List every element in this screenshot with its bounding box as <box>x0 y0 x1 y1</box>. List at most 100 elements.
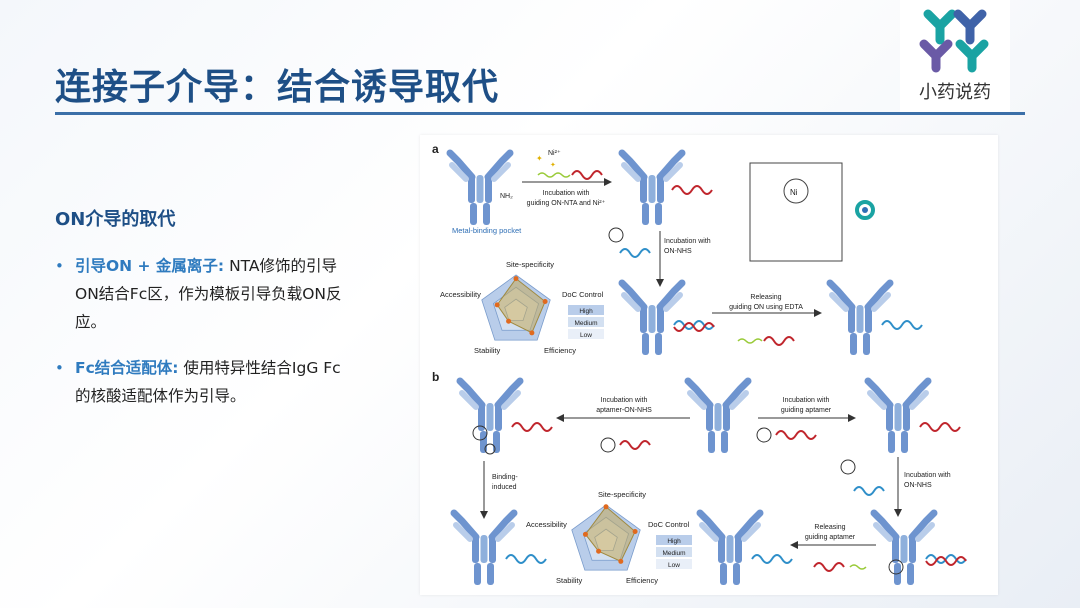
brand-logo-text: 小药说药 <box>919 82 991 103</box>
antibody-icon <box>454 513 514 585</box>
radar-label-doc: DoC Control <box>562 290 604 299</box>
step-label: aptamer-ON-NHS <box>596 407 652 414</box>
metal-pocket-label: Metal-binding pocket <box>452 226 522 235</box>
radar-label-site: Site-specificity <box>598 490 646 499</box>
bullet-text: 使用特异性结合IgG Fc的核酸适配体作为引导。 <box>75 359 341 405</box>
on-strand <box>853 486 885 496</box>
step-label: Incubation with <box>664 238 711 245</box>
section-title: ON介导的取代 <box>55 209 176 230</box>
on-strand <box>763 336 795 346</box>
antibody-icon <box>460 381 520 453</box>
figure-panel: a b NH₂ Metal-binding pocket Ni²⁺ ✦ ✦ In… <box>420 135 998 595</box>
legend-high-box <box>656 535 692 545</box>
radar-label-site: Site-specificity <box>506 260 554 269</box>
bullet-item: • Fc结合适配体: 使用特异性结合IgG Fc的核酸适配体作为引导。 <box>55 354 355 410</box>
radar-point-stability <box>506 318 512 324</box>
ni-ion-icon <box>862 207 868 213</box>
bullet-text: NTA修饰的引导ON结合Fc区，作为模板引导负载ON反应。 <box>75 257 342 331</box>
page-title: 连接子介导：结合诱导取代 <box>55 67 500 108</box>
legend-low: Low <box>668 562 680 569</box>
legend-low-box <box>656 559 692 569</box>
radar-label-efficiency: Efficiency <box>626 576 658 585</box>
step-label: Incubation with <box>601 397 648 404</box>
bullet-item: • 引导ON + 金属离子: NTA修饰的引导ON结合Fc区，作为模板引导负载O… <box>55 252 355 336</box>
ni-label: Ni²⁺ <box>548 150 561 157</box>
antibody-icon <box>874 513 934 585</box>
radar-point-doc <box>632 529 638 535</box>
on-strand <box>673 322 715 332</box>
step-label: Incubation with <box>543 190 590 197</box>
bullet-list: • 引导ON + 金属离子: NTA修饰的引导ON结合Fc区，作为模板引导负载O… <box>55 252 355 428</box>
legend-low-box <box>568 329 604 339</box>
chelate-ring <box>783 178 809 204</box>
step-label: Releasing <box>814 524 845 531</box>
radar-value-area <box>584 506 636 563</box>
star-icon: ✦ <box>550 161 556 169</box>
aptamer-icon <box>472 425 488 441</box>
legend-high-box <box>568 305 604 315</box>
chelate-structure <box>749 162 843 262</box>
radar-label-stability: Stability <box>556 576 583 585</box>
on-strand <box>925 554 967 564</box>
legend-medium-box <box>656 547 692 557</box>
aptamer-icon <box>484 443 496 455</box>
radar-label-efficiency: Efficiency <box>544 346 576 355</box>
step-label: Incubation with <box>904 472 951 479</box>
radar-label-doc: DoC Control <box>648 520 690 529</box>
legend-low: Low <box>580 332 592 339</box>
on-strand <box>511 422 553 432</box>
aptamer-icon <box>888 559 904 575</box>
step-label: guiding ON using EDTA <box>729 304 803 311</box>
on-strand <box>671 185 713 195</box>
panel-a-label: a <box>432 142 439 156</box>
step-label: Incubation with <box>783 397 830 404</box>
aptamer-icon <box>600 437 616 453</box>
antibody-icon <box>622 283 682 355</box>
on-strand <box>571 170 603 180</box>
radar-point-doc <box>542 299 548 305</box>
legend-medium-box <box>568 317 604 327</box>
on-strand <box>813 562 845 572</box>
radar-point-efficiency <box>618 558 624 564</box>
on-strand <box>751 554 793 564</box>
legend-high: High <box>667 538 681 545</box>
bullet-dot-icon: • <box>55 257 64 275</box>
radar-chart-a <box>481 274 551 341</box>
radar-label-stability: Stability <box>474 346 501 355</box>
aptamer-icon <box>756 427 772 443</box>
step-label: ON-NHS <box>904 482 932 489</box>
nhs-ester-icon <box>840 459 856 475</box>
nh2-label: NH₂ <box>500 193 513 200</box>
radar-label-access: Accessibility <box>526 520 567 529</box>
nhs-ester-icon <box>608 227 624 243</box>
ni-ion-icon <box>855 200 875 220</box>
radar-point-site <box>603 504 609 510</box>
step-label: induced <box>492 484 517 491</box>
step-label: guiding aptamer <box>781 407 832 414</box>
bullet-dot-icon: • <box>55 359 64 377</box>
title-divider <box>55 112 1025 115</box>
brand-logo: 小药说药 <box>900 0 1010 112</box>
radar-label-access: Accessibility <box>440 290 481 299</box>
on-strand <box>881 320 923 330</box>
legend-medium: Medium <box>662 550 685 557</box>
on-strand <box>619 440 651 450</box>
antibody-icon <box>688 381 748 453</box>
on-strand <box>673 320 715 330</box>
radar-point-stability <box>596 548 602 554</box>
panel-b-label: b <box>432 370 439 384</box>
radar-chart-b <box>571 504 641 571</box>
on-strand <box>775 430 817 440</box>
on-strand <box>619 248 651 258</box>
step-label: guiding ON-NTA and Ni²⁺ <box>527 200 606 207</box>
guiding-on-strand <box>737 338 763 344</box>
bullet-keyword: 引导ON + 金属离子: <box>75 257 225 275</box>
antibody-icon <box>700 513 760 585</box>
antibody-icon <box>450 153 510 225</box>
radar-point-efficiency <box>529 330 535 336</box>
on-strand <box>505 554 547 564</box>
antibody-icon <box>830 283 890 355</box>
on-strand <box>919 422 961 432</box>
bullet-keyword: Fc结合适配体: <box>75 359 179 377</box>
step-label: guiding aptamer <box>805 534 856 541</box>
